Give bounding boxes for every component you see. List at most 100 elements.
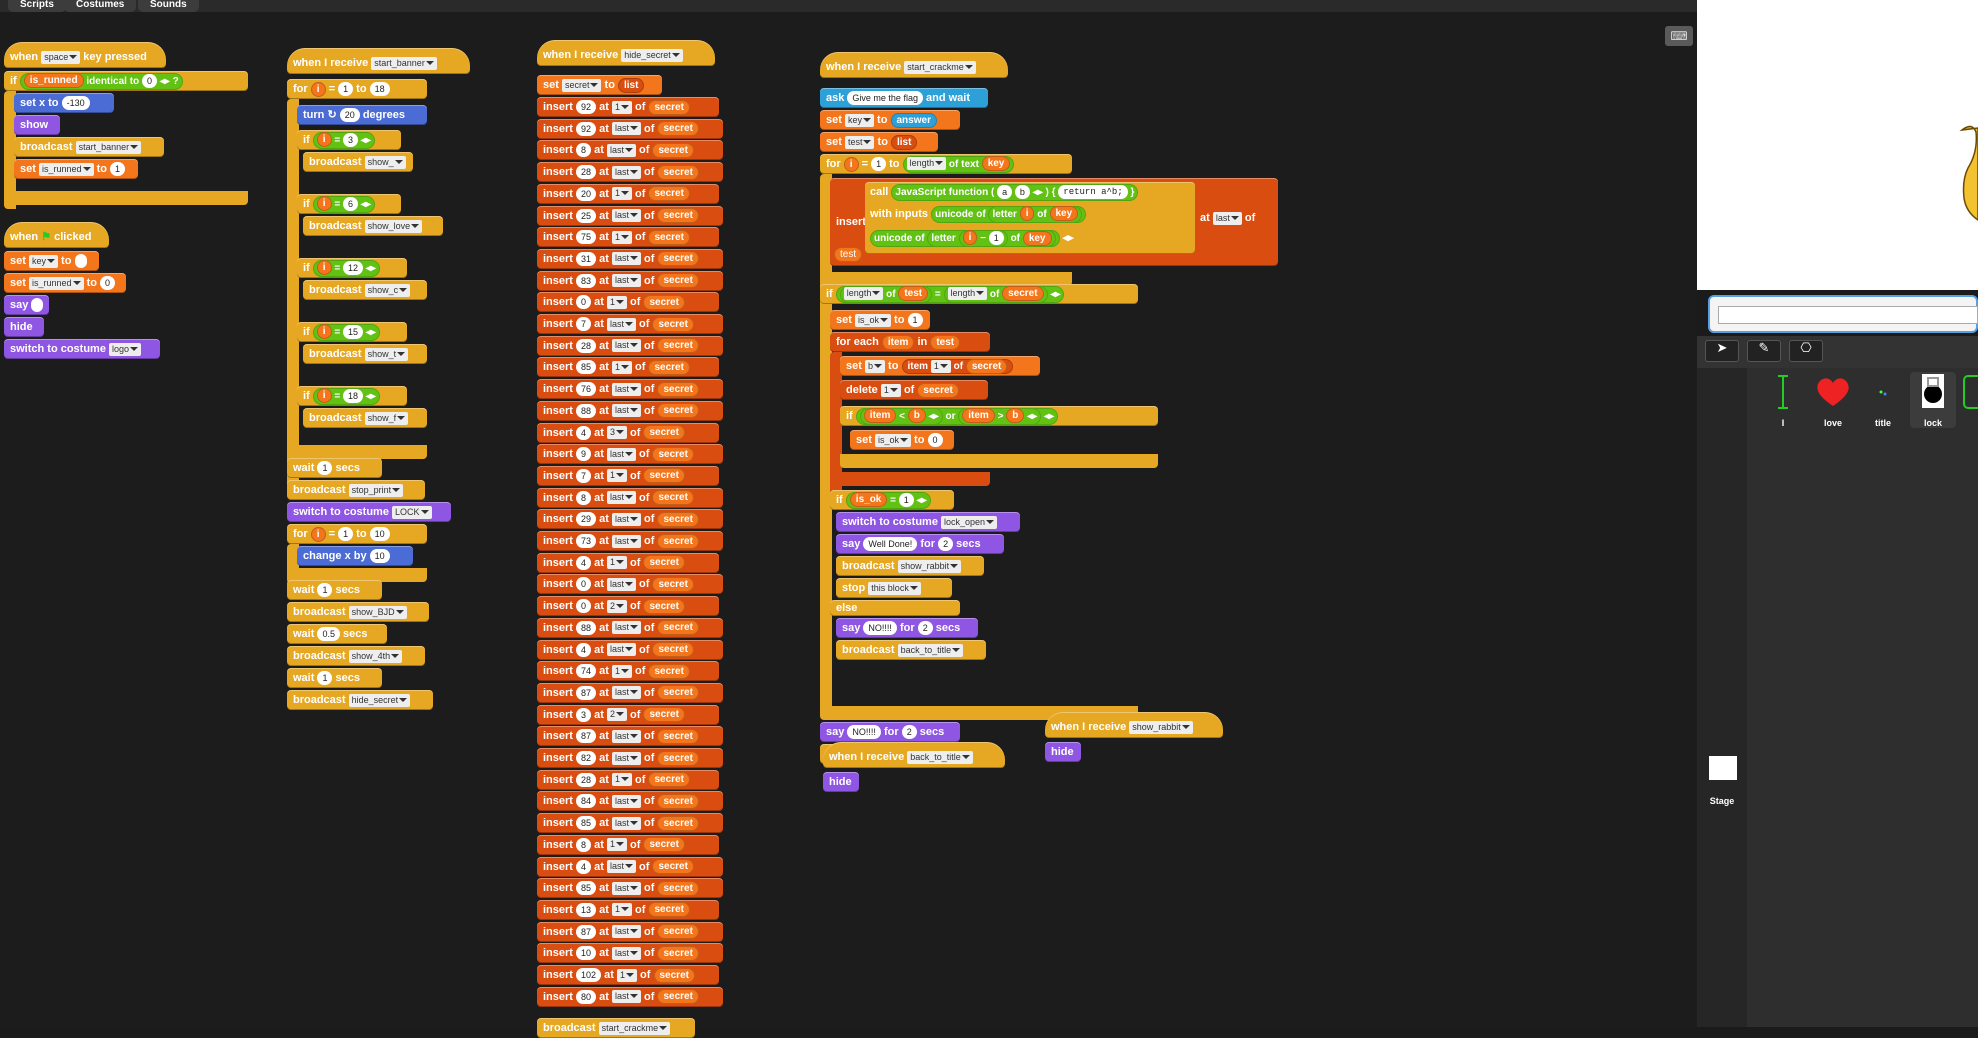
stop-block[interactable]: stop this block [836,578,952,598]
scripts-area[interactable]: ⌨ when space key pressed if is_runned id… [0,12,1697,1038]
if-i-18[interactable]: if i = 18 ◂▸ [297,386,407,406]
set-key-answer[interactable]: set key to answer [820,110,960,130]
arrow-tool-icon[interactable]: ➤ [1705,340,1739,362]
hat-when-flag-clicked[interactable]: when ⚑ clicked [4,222,109,248]
broadcast-hide-secret[interactable]: broadcast hide_secret [287,690,433,710]
sprite-partial[interactable] [1960,372,1978,428]
insert-block[interactable]: insert 75 at 1 of secret [537,227,719,248]
insert-block[interactable]: insert 88 at last of secret [537,400,723,421]
broadcast-show-love[interactable]: broadcast show_love [303,216,443,236]
show-block[interactable]: show [14,115,60,135]
ask-block[interactable]: ask Give me the flag and wait [820,88,988,108]
sprite-lock[interactable]: lock [1910,372,1956,428]
insert-block[interactable]: insert 88 at last of secret [537,617,723,638]
insert-block[interactable]: insert 87 at last of secret [537,726,723,747]
insert-block[interactable]: insert 9 at last of secret [537,444,723,465]
insert-block[interactable]: insert 74 at 1 of secret [537,661,719,682]
turn-block[interactable]: turn ↻ 20 degrees [297,105,427,125]
insert-block[interactable]: insert 84 at last of secret [537,791,723,812]
sprite-title[interactable]: title [1860,372,1906,428]
say-no[interactable]: say NO!!!! for 2 secs [836,618,978,638]
hat-receive-start-banner[interactable]: when I receive start_banner [287,48,470,74]
broadcast-show-c[interactable]: broadcast show_c [303,280,427,300]
script-show-rabbit[interactable]: when I receive show_rabbit hide [1045,712,1245,772]
broadcast-show-t[interactable]: broadcast show_t [303,344,427,364]
insert-block[interactable]: insert 87 at last of secret [537,921,723,942]
wait-1c[interactable]: wait 1 secs [287,668,382,688]
insert-block[interactable]: insert 20 at 1 of secret [537,183,719,204]
say-well-done[interactable]: say Well Done! for 2 secs [836,534,1004,554]
if-item-compare[interactable]: if item < b ◂▸ or item > b ◂▸ ◂▸ [840,406,1158,426]
insert-block[interactable]: insert 0 at 2 of secret [537,596,719,617]
wait-1b[interactable]: wait 1 secs [287,580,382,600]
set-is-ok[interactable]: set is_ok to 1 [830,310,930,330]
set-is-ok-zero[interactable]: set is_ok to 0 [850,430,954,450]
broadcast-block[interactable]: broadcast start_banner [14,137,164,157]
stage[interactable] [1697,0,1978,290]
script-back-to-title[interactable]: when I receive back_to_title hide [823,742,1023,802]
hat-receive-hide-secret[interactable]: when I receive hide_secret [537,40,715,66]
broadcast-show-f[interactable]: broadcast show_f [303,408,427,428]
set-secret-list[interactable]: set secret to list [537,75,662,95]
insert-block[interactable]: insert 3 at 2 of secret [537,704,719,725]
set-key-block[interactable]: set key to [4,251,99,271]
insert-block[interactable]: insert 87 at last of secret [537,682,723,703]
switch-costume-lock[interactable]: switch to costume LOCK [287,502,451,522]
switch-costume-block[interactable]: switch to costume logo [4,339,160,359]
broadcast-show-bjd[interactable]: broadcast show_BJD [287,602,429,622]
wait-1[interactable]: wait 1 secs [287,458,382,478]
broadcast-show-rabbit[interactable]: broadcast show_rabbit [836,556,984,576]
insert-block[interactable]: insert 80 at last of secret [537,986,723,1007]
insert-block[interactable]: insert 82 at last of secret [537,748,723,768]
broadcast-start-crackme[interactable]: broadcast start_crackme [537,1018,695,1038]
ask-input-field[interactable] [1718,306,1978,324]
insert-block[interactable]: insert 8 at last of secret [537,487,723,508]
if-length-equal[interactable]: if length of test = length of secret ◂▸ [820,284,1138,304]
insert-block[interactable]: insert 29 at last of secret [537,509,723,530]
script-green-flag[interactable]: when ⚑ clicked set key to set is_runned … [4,222,174,372]
sprite-i[interactable]: I [1778,375,1788,428]
say-no-final[interactable]: say NO!!!! for 2 secs [820,722,960,742]
for-loop-1[interactable]: for i = 1 to 18 [287,79,427,99]
broadcast-show-4th[interactable]: broadcast show_4th [287,646,425,666]
insert-block[interactable]: insert 13 at 1 of secret [537,899,719,920]
insert-block[interactable]: insert 92 at last of secret [537,118,723,139]
script-space-key[interactable]: when space key pressed if is_runned iden… [4,42,254,212]
insert-block[interactable]: insert 25 at last of secret [537,205,723,226]
hide-block[interactable]: hide [823,772,859,792]
say-block[interactable]: say [4,295,49,315]
sprite-love[interactable]: love [1810,372,1856,428]
hat-receive-show-rabbit[interactable]: when I receive show_rabbit [1045,712,1223,738]
broadcast-back-to-title[interactable]: broadcast back_to_title [836,640,986,660]
tab-scripts[interactable]: Scripts [8,0,66,12]
script-start-banner[interactable]: when I receive start_banner for i = 1 to… [287,48,487,710]
if-block[interactable]: if is_runned identical to 0 ◂▸ ? [4,71,248,91]
insert-block[interactable]: insert 10 at last of secret [537,943,723,964]
keyboard-icon[interactable]: ⌨ [1665,26,1693,46]
insert-block[interactable]: insert 28 at 1 of secret [537,769,719,790]
insert-block[interactable]: insert 102 at 1 of secret [537,965,719,985]
insert-block[interactable]: insert 28 at last of secret [537,162,723,183]
hide-block[interactable]: hide [1045,742,1081,762]
stage-thumbnail[interactable] [1709,756,1737,780]
insert-block[interactable]: insert 76 at last of secret [537,379,723,400]
insert-block[interactable]: insert 85 at last of secret [537,878,723,899]
if-i-15[interactable]: if i = 15 ◂▸ [297,322,407,342]
insert-block[interactable]: insert 8 at 1 of secret [537,834,719,855]
insert-block[interactable]: insert 85 at 1 of secret [537,357,719,378]
tab-costumes[interactable]: Costumes [64,0,137,12]
broadcast-stop-print[interactable]: broadcast stop_print [287,480,425,500]
paint-brush-icon[interactable]: ✎ [1747,340,1781,362]
set-x-block[interactable]: set x to -130 [14,93,114,113]
insert-block[interactable]: insert 85 at last of secret [537,813,723,834]
delete-block[interactable]: delete 1 of secret [840,380,988,400]
hat-receive-start-crackme[interactable]: when I receive start_crackme [820,52,1008,78]
for-loop-key[interactable]: for i = 1 to length of text key [820,154,1072,174]
wait-half[interactable]: wait 0.5 secs [287,624,387,644]
if-i-12[interactable]: if i = 12 ◂▸ [297,258,407,278]
insert-block[interactable]: insert 83 at last of secret [537,270,723,291]
insert-block[interactable]: insert 28 at last of secret [537,335,723,356]
script-start-crackme[interactable]: when I receive start_crackme ask Give me… [820,52,1280,764]
insert-block[interactable]: insert 7 at last of secret [537,314,723,334]
broadcast-show[interactable]: broadcast show_ [303,152,413,172]
